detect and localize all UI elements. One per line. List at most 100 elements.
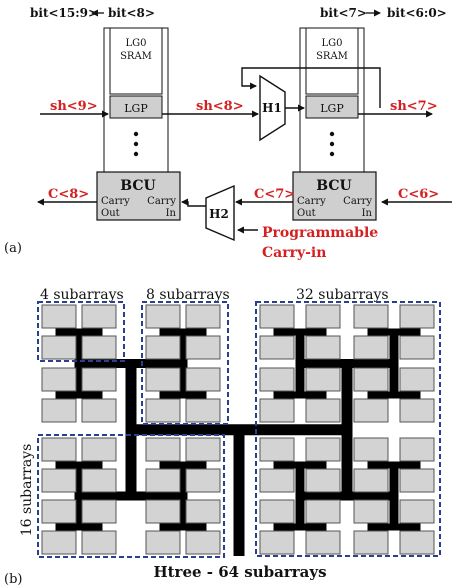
right-bit-hi-label: bit<7> (320, 6, 367, 20)
sram-label-line2: SRAM (316, 51, 348, 62)
carry-in-label: Carry-in (262, 245, 326, 261)
panel-a-label: (a) (4, 241, 22, 256)
subarray (353, 398, 389, 423)
subarray-grid (41, 304, 435, 555)
bcu-block (96, 171, 181, 221)
subarray (81, 468, 117, 493)
subarray (185, 499, 221, 524)
panel-b: 4 subarrays 8 subarrays 32 subarrays 16 … (4, 287, 441, 587)
group-8-outline (141, 301, 229, 425)
lg0-sram-block (109, 27, 163, 95)
subarray (145, 499, 181, 524)
shift-path: H1 sh<9> sh<8> sh<7> (40, 67, 438, 142)
subarray (185, 367, 221, 392)
subarray (145, 367, 181, 392)
lgp-label: LGP (320, 102, 344, 115)
label-4-subarrays: 4 subarrays (40, 287, 124, 303)
subarray (399, 468, 435, 493)
subarray (145, 468, 181, 493)
group-32-outline (255, 301, 441, 557)
lgp-block (305, 95, 359, 119)
c8-label: C<8> (48, 187, 89, 202)
subarray (259, 304, 295, 329)
subarray (41, 468, 77, 493)
carry-wire (181, 198, 206, 207)
group-4-outline (37, 301, 125, 362)
sram-label-line1: LG0 (126, 38, 147, 49)
h1-mux (259, 74, 286, 142)
htree-wires (55, 316, 421, 556)
subarray (185, 398, 221, 423)
subarray (353, 304, 389, 329)
lg0-sram-block (305, 27, 359, 95)
subarray (185, 437, 221, 462)
ellipsis-dot (329, 141, 335, 147)
feedback-wire (241, 67, 381, 108)
label-8-subarrays: 8 subarrays (146, 287, 230, 303)
left-bit-hi-label: bit<15:9> (30, 6, 98, 20)
panel-b-label: (b) (4, 572, 22, 587)
subarray (259, 367, 295, 392)
subarray (185, 468, 221, 493)
subarray (399, 304, 435, 329)
ellipsis-dot (133, 141, 139, 147)
right-bit-lo-label: bit<6:0> (387, 6, 447, 20)
subarray (353, 468, 389, 493)
ellipsis-dot (133, 151, 139, 157)
sh7-label: sh<7> (390, 99, 438, 114)
subarray (145, 304, 181, 329)
subarray (81, 437, 117, 462)
subarray (399, 499, 435, 524)
subarray (353, 367, 389, 392)
subarray (145, 530, 181, 555)
ellipsis-dot (329, 151, 335, 157)
h2-label: H2 (209, 207, 229, 221)
subarray (305, 304, 341, 329)
subarray (399, 437, 435, 462)
sh8-label: sh<8> (196, 99, 244, 114)
sram-label-line1: LG0 (322, 38, 343, 49)
column-bit7: LG0 SRAM LGP BCU Carry Out Carry In (292, 27, 377, 221)
subarray (81, 499, 117, 524)
subarray (185, 304, 221, 329)
subarray (41, 530, 77, 555)
subarray (259, 437, 295, 462)
subarray (353, 530, 389, 555)
subarray (81, 304, 117, 329)
sram-label-line2: SRAM (120, 51, 152, 62)
subarray (305, 398, 341, 423)
label-32-subarrays: 32 subarrays (296, 287, 389, 303)
subarray (145, 335, 181, 360)
subarray (81, 398, 117, 423)
label-16-subarrays: 16 subarrays (19, 444, 35, 537)
subarray (305, 468, 341, 493)
subarray (259, 398, 295, 423)
bcu-label: BCU (120, 178, 155, 194)
c7-label: C<7> (254, 187, 295, 202)
subarray (41, 335, 77, 360)
h1-label: H1 (262, 101, 282, 115)
subarray (41, 499, 77, 524)
bcu-label: BCU (316, 178, 351, 194)
column-bit8: LG0 SRAM LGP BCU Carry Out Carry In (96, 27, 181, 221)
subarray (353, 437, 389, 462)
subarray (41, 398, 77, 423)
subarray (305, 437, 341, 462)
subarray (81, 335, 117, 360)
carry-out-line1: Carry (297, 196, 326, 207)
subarray (305, 499, 341, 524)
subarray (41, 304, 77, 329)
bcu-block (292, 171, 377, 221)
subarray (305, 367, 341, 392)
sh9-label: sh<9> (50, 99, 98, 114)
subarray (305, 335, 341, 360)
subarray (81, 530, 117, 555)
subarray (185, 530, 221, 555)
lgp-block (109, 95, 163, 119)
subarray (399, 367, 435, 392)
subarray (259, 530, 295, 555)
subarray (41, 367, 77, 392)
subarray (81, 367, 117, 392)
carry-in-line2: In (362, 208, 373, 219)
